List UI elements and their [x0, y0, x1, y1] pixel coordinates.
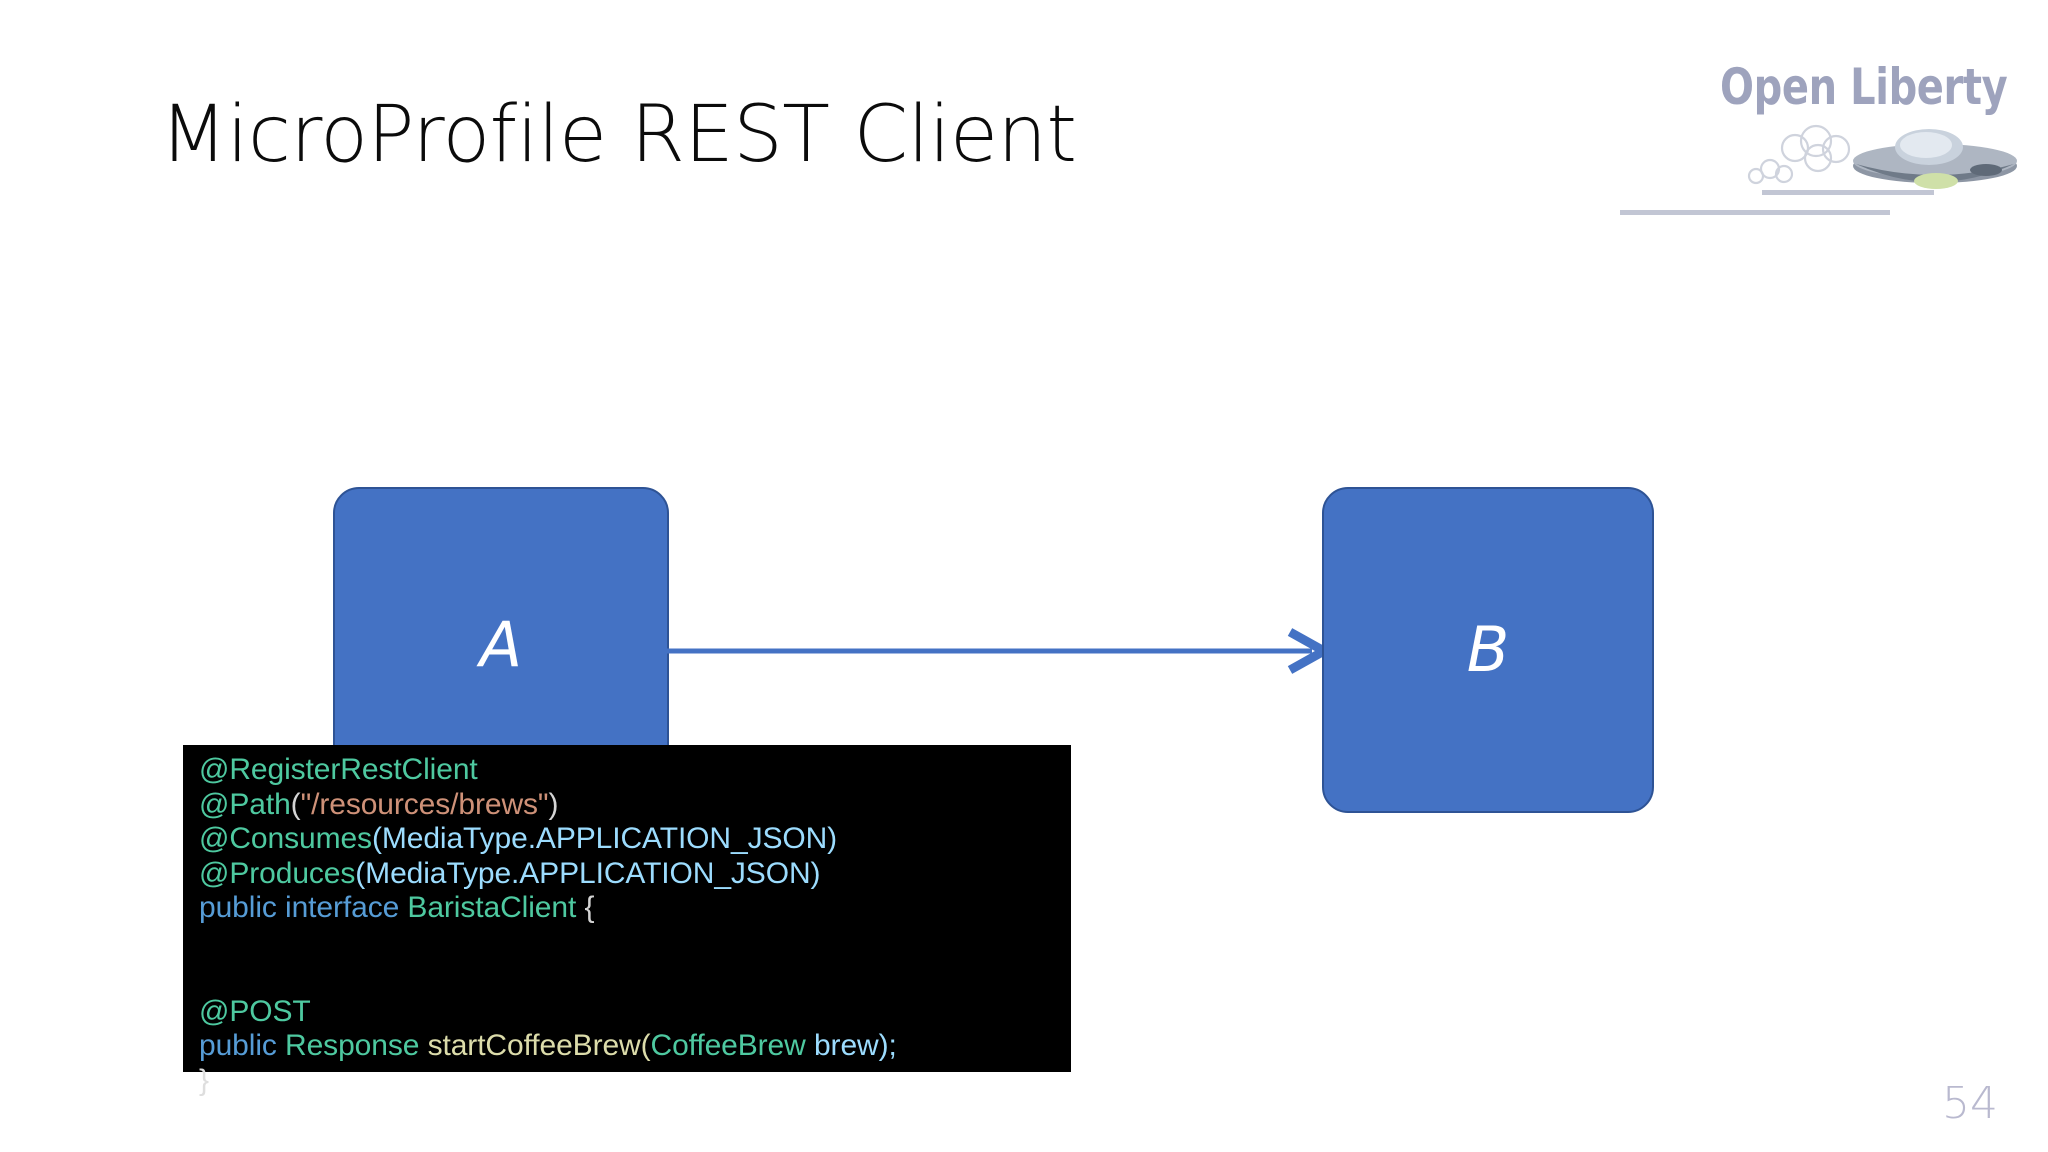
diagram-node-a-label: A — [479, 608, 523, 681]
code-line: @Produces(MediaType.APPLICATION_JSON) — [199, 857, 1199, 892]
code-token: BaristaClient — [407, 891, 577, 924]
page-number: 54 — [1942, 1078, 1998, 1129]
diagram-node-b[interactable]: B — [1322, 487, 1654, 813]
code-token: ); — [878, 1029, 897, 1062]
code-line: @RegisterRestClient — [199, 753, 1199, 788]
code-token: { — [576, 891, 595, 924]
code-token: ( — [640, 1029, 651, 1062]
code-token: @Consumes — [199, 822, 372, 855]
code-token: Response — [285, 1029, 420, 1062]
code-token: ( — [290, 787, 301, 821]
code-token: startCoffeeBrew — [427, 1029, 641, 1062]
open-liberty-logo: Open Liberty — [1620, 58, 2030, 238]
code-token: (MediaType.APPLICATION_JSON) — [355, 856, 821, 890]
code-token: brew — [813, 1029, 879, 1062]
code-trailing-brace: } — [199, 1063, 209, 1097]
code-token: @RegisterRestClient — [199, 753, 478, 786]
code-token: public interface — [199, 891, 408, 924]
code-line: public interface BaristaClient { — [199, 891, 1199, 926]
code-line: @Path("/resources/brews") — [199, 788, 1199, 823]
code-token — [419, 1029, 427, 1062]
code-token — [806, 1029, 814, 1062]
code-block[interactable]: @RegisterRestClient@Path("/resources/bre… — [183, 745, 1071, 1097]
code-line — [199, 926, 1199, 961]
code-token: "/resources/brews" — [300, 787, 549, 821]
code-token: @POST — [199, 994, 311, 1028]
code-token: CoffeeBrew — [650, 1029, 806, 1062]
open-liberty-wordmark: Open Liberty — [1720, 58, 2008, 116]
code-line: public Response startCoffeeBrew(CoffeeBr… — [199, 1029, 1199, 1064]
page-title: MicroProfile REST Client — [160, 90, 1077, 180]
code-token: ) — [548, 787, 559, 821]
code-token: @Path — [199, 787, 291, 821]
code-line: @POST — [199, 995, 1199, 1030]
code-token: public — [199, 1029, 286, 1062]
code-line — [199, 960, 1199, 995]
code-token: (MediaType.APPLICATION_JSON) — [371, 822, 838, 855]
diagram-node-b-label: B — [1466, 613, 1510, 686]
arrow-a-to-b — [664, 628, 1334, 674]
diagram-node-a[interactable]: A — [333, 487, 669, 759]
spaceship-icon — [1620, 124, 2017, 215]
code-token: @Produces — [199, 856, 356, 890]
code-line: @Consumes(MediaType.APPLICATION_JSON) — [199, 822, 1199, 857]
code-lines: @RegisterRestClient@Path("/resources/bre… — [199, 753, 1199, 1098]
